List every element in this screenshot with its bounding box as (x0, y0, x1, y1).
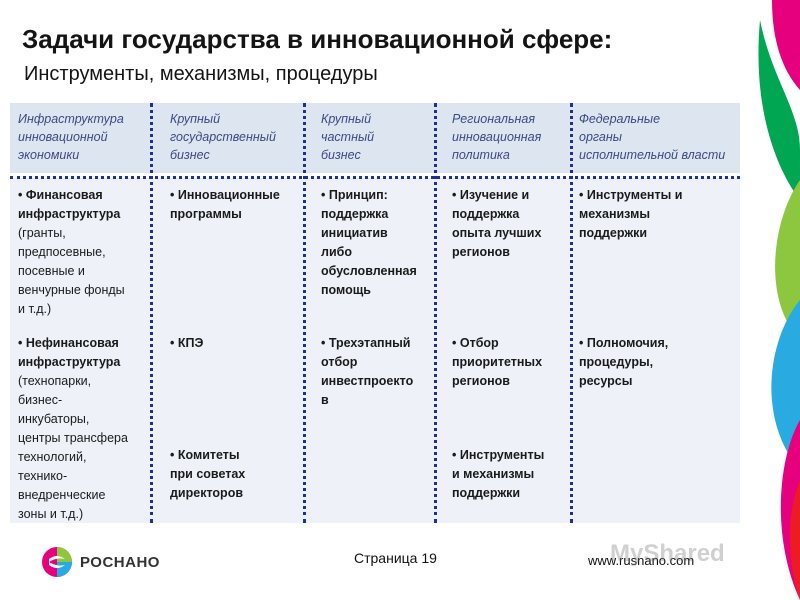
column-header-federal-bodies: Федеральные органы исполнительной власти (579, 110, 725, 164)
cell-line: • Полномочия, (579, 336, 669, 350)
header-line: экономики (18, 148, 80, 162)
rusnano-logo-icon (42, 547, 72, 577)
cell-powers-procedures: • Полномочия, процедуры, ресурсы (579, 334, 668, 391)
slide-subtitle: Инструменты, механизмы, процедуры (24, 63, 378, 85)
column-header-state-business: Крупный государственный бизнес (170, 110, 276, 164)
cell-priority-regions: • Отбор приоритетных регионов (452, 334, 542, 391)
cell-line: • Трехэтапный (321, 336, 411, 350)
cell-line: ресурсы (579, 374, 633, 388)
cell-line: посевные и (18, 264, 85, 278)
slide-title: Задачи государства в инновационной сфере… (22, 24, 613, 54)
cell-support-principle: • Принцип: поддержка инициатив либо обус… (321, 186, 417, 300)
watermark: MyShared (610, 540, 725, 567)
cell-line: либо (321, 245, 352, 259)
page-number: Страница 19 (354, 550, 437, 566)
cell-line: приоритетных (452, 355, 543, 369)
cell-line: технологий, (18, 450, 87, 464)
cell-line: инфраструктура (18, 207, 121, 221)
header-line: Инфраструктура (18, 112, 124, 126)
column-separator (303, 103, 306, 523)
cell-line: поддержки (579, 226, 648, 240)
cell-line: внедренческие (18, 488, 106, 502)
column-separator (434, 103, 437, 523)
header-line: Федеральные (579, 112, 661, 126)
cell-line: регионов (452, 374, 510, 388)
cell-line: • Изучение и (452, 188, 530, 202)
cell-federal-support-tools: • Инструменты и механизмы поддержки (579, 186, 682, 243)
cell-line: и механизмы (452, 467, 535, 481)
cell-line: инициатив (321, 226, 388, 240)
cell-financial-infrastructure: • Финансовая инфраструктура (гранты, пре… (18, 186, 125, 319)
header-line: органы (579, 130, 622, 144)
cell-line: отбор (321, 355, 358, 369)
header-line: инновационная (452, 130, 542, 144)
cell-line: инфраструктура (18, 355, 121, 369)
cell-line: программы (170, 207, 242, 221)
cell-line: директоров (170, 486, 244, 500)
cell-board-committees: • Комитеты при советах директоров (170, 446, 245, 503)
cell-line: процедуры, (579, 355, 654, 369)
cell-line: и т.д.) (18, 302, 52, 316)
rusnano-logo: РОСНАНО (40, 545, 160, 579)
cell-line: при советах (170, 467, 246, 481)
cell-line: • Отбор (452, 336, 499, 350)
header-line: Крупный (170, 112, 221, 126)
cell-line: • Инструменты и (579, 188, 683, 202)
column-header-private-business: Крупный частный бизнес (321, 110, 374, 164)
cell-line: механизмы (579, 207, 650, 221)
cell-regional-support-tools: • Инструменты и механизмы поддержки (452, 446, 544, 503)
cell-line: инвестпроекто (321, 374, 414, 388)
header-line: инновационной (18, 130, 108, 144)
cell-line: • Инструменты (452, 448, 545, 462)
column-separator (570, 103, 573, 523)
logo-text: РОСНАНО (80, 553, 160, 571)
cell-line: • Принцип: (321, 188, 388, 202)
cell-line: • Комитеты (170, 448, 240, 462)
header-line: бизнес (321, 148, 361, 162)
cell-line: инкубаторы, (18, 412, 90, 426)
column-header-regional-policy: Региональная инновационная политика (452, 110, 541, 164)
cell-line: регионов (452, 245, 510, 259)
cell-line: бизнес- (18, 393, 63, 407)
header-line: бизнес (170, 148, 210, 162)
header-line: исполнительной власти (579, 148, 726, 162)
cell-line: поддержка (321, 207, 389, 221)
cell-nonfinancial-infrastructure: • Нефинансовая инфраструктура (технопарк… (18, 334, 128, 524)
cell-line: в (321, 393, 329, 407)
table-header-band (10, 103, 740, 173)
cell-best-regions-experience: • Изучение и поддержка опыта лучших реги… (452, 186, 541, 262)
cell-line: • КПЭ (170, 336, 204, 350)
cell-innovation-programs: • Инновационные программы (170, 186, 280, 224)
header-line: Крупный (321, 112, 372, 126)
table-body-band (10, 178, 740, 523)
cell-line: (технопарки, (18, 374, 92, 388)
header-line: частный (321, 130, 375, 144)
header-line: Региональная (452, 112, 536, 126)
cell-line: • Инновационные (170, 188, 280, 202)
cell-line: помощь (321, 283, 371, 297)
cell-line: центры трансфера (18, 431, 128, 445)
cell-line: обусловленная (321, 264, 417, 278)
website-url: www.rusnano.com (588, 553, 695, 568)
column-separator (150, 103, 153, 523)
cell-line: поддержки (452, 486, 521, 500)
column-header-infrastructure: Инфраструктура инновационной экономики (18, 110, 124, 164)
cell-line: зоны и т.д.) (18, 507, 84, 521)
cell-line: поддержка (452, 207, 520, 221)
cell-line: • Финансовая (18, 188, 103, 202)
cell-line: предпосевные, (18, 245, 106, 259)
cell-line: опыта лучших (452, 226, 542, 240)
cell-line: технико- (18, 469, 68, 483)
cell-line: • Нефинансовая (18, 336, 119, 350)
header-line: государственный (170, 130, 276, 144)
header-separator (10, 176, 740, 179)
header-line: политика (452, 148, 510, 162)
cell-kpi: • КПЭ (170, 334, 203, 353)
cell-line: венчурные фонды (18, 283, 125, 297)
decorative-strip (742, 0, 800, 600)
cell-three-stage-selection: • Трехэтапный отбор инвестпроекто в (321, 334, 413, 410)
cell-line: (гранты, (18, 226, 66, 240)
